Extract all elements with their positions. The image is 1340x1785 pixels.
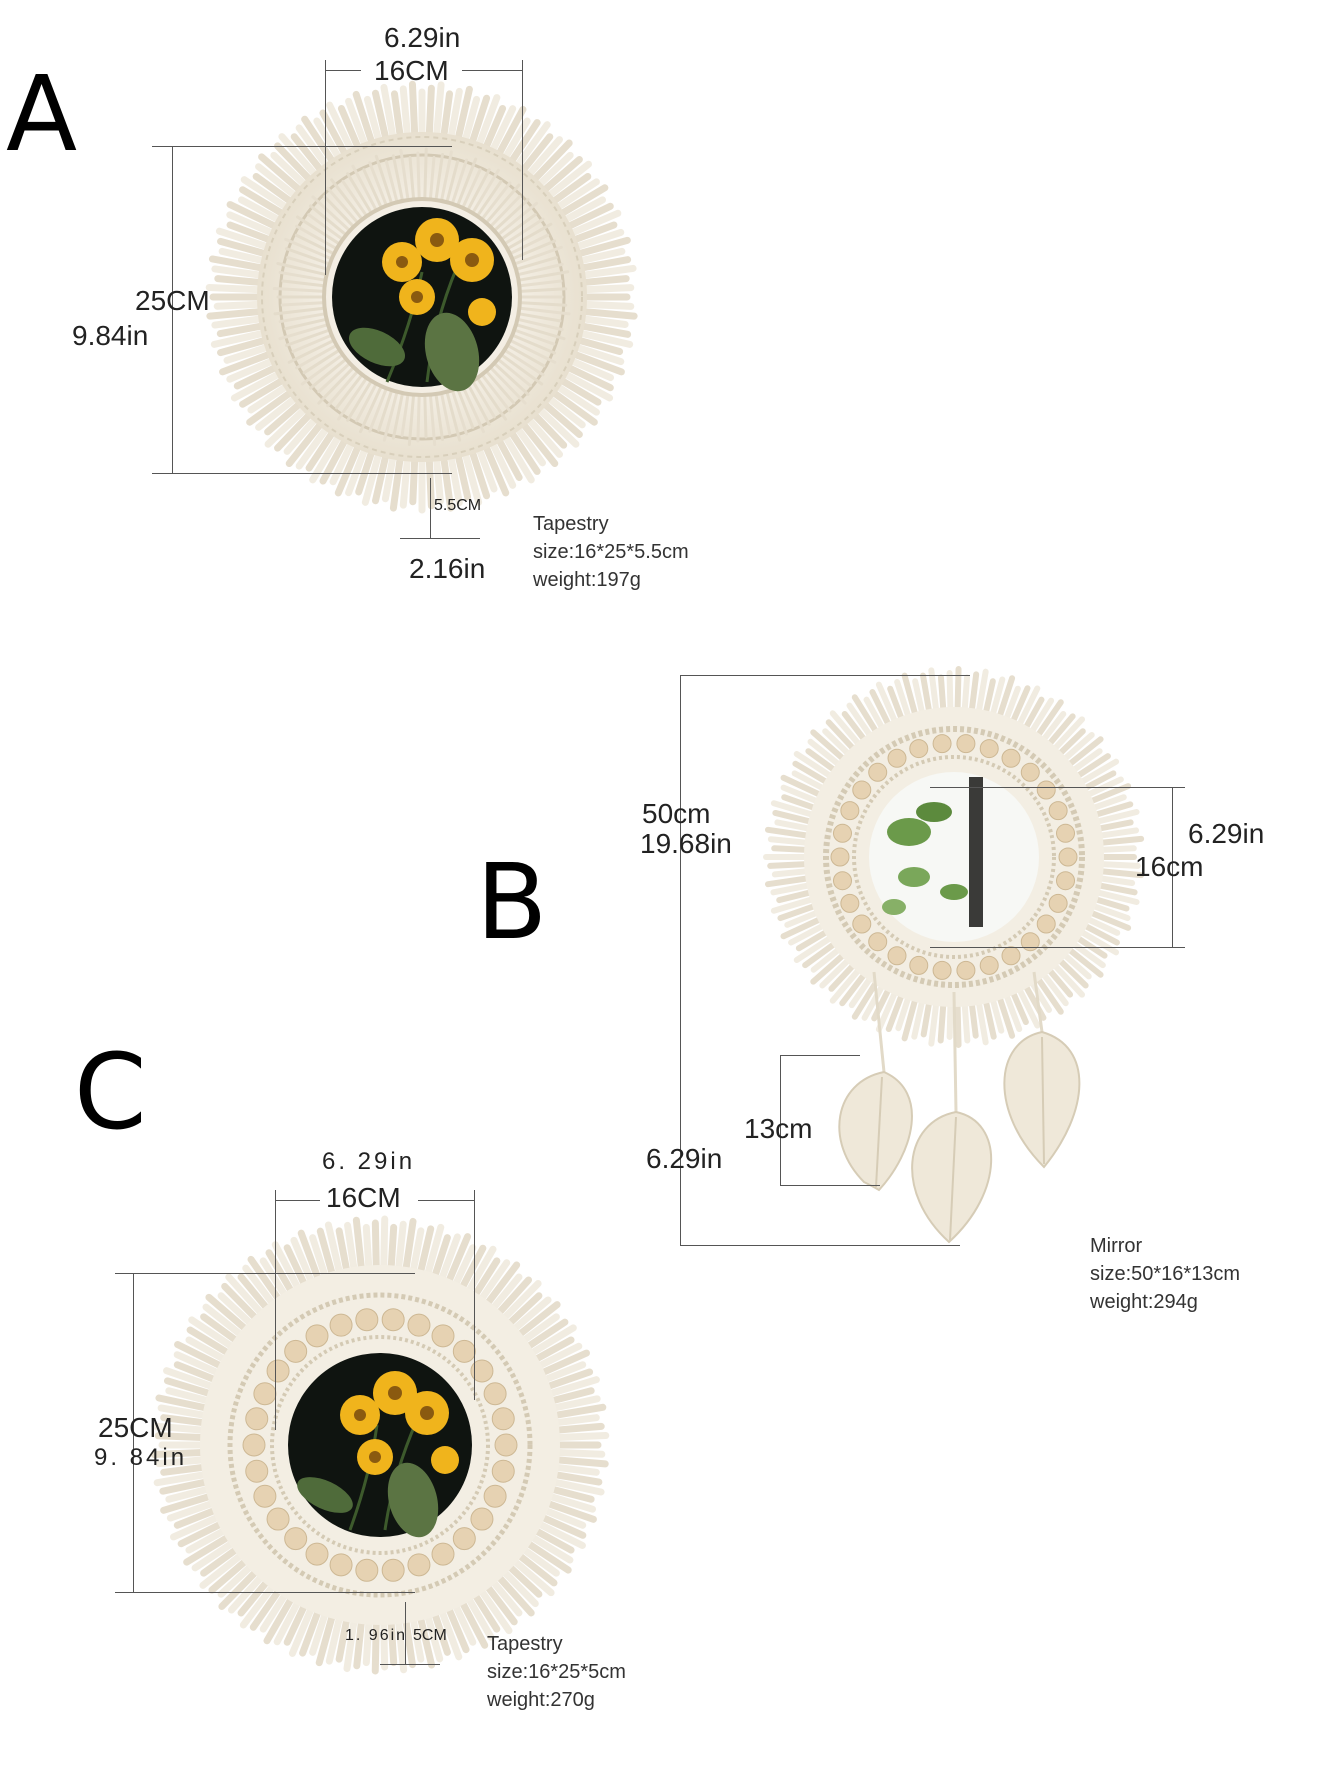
sunflower-picture [348, 218, 496, 392]
product-c-width-in: 6. 29in [322, 1148, 416, 1175]
product-c-depth-in: 1. 96in [345, 1627, 408, 1644]
feather-leaves [838, 1030, 1081, 1244]
product-b-spec-weight: weight:294g [1090, 1291, 1198, 1313]
product-a-spec: Tapestry size:16*25*5.5cm weight:197g [533, 510, 689, 594]
product-a-image [205, 80, 638, 514]
product-b-total-in: 19.68in [640, 828, 732, 859]
product-c-height-in: 9. 84in [94, 1444, 188, 1471]
product-b-spec: Mirror size:50*16*13cm weight:294g [1090, 1232, 1240, 1316]
product-a-height-in: 9.84in [72, 320, 149, 351]
product-b-leaf-in: 6.29in [646, 1143, 723, 1174]
product-c-width-cm: 16CM [326, 1182, 401, 1213]
sunflower-picture [297, 1371, 459, 1538]
product-a-depth-cm: 5.5CM [434, 497, 482, 514]
product-a-depth-in: 2.16in [409, 553, 486, 584]
product-a-spec-size: size:16*25*5.5cm [533, 541, 689, 563]
product-a-width-cm: 16CM [374, 55, 449, 86]
product-a-letter: A [6, 53, 78, 175]
product-a-height-cm: 25CM [135, 285, 210, 316]
product-b-total-cm: 50cm [642, 798, 711, 829]
product-c-letter: C [74, 1031, 147, 1153]
product-c-image [150, 1215, 610, 1675]
product-c-depth-cm: 5CM [413, 1627, 447, 1644]
product-a-spec-name: Tapestry [533, 513, 609, 535]
product-a-spec-weight: weight:197g [533, 569, 641, 591]
product-b-spec-name: Mirror [1090, 1235, 1143, 1257]
plant-reflection [882, 777, 983, 927]
product-b-mirror-in: 6.29in [1188, 818, 1265, 849]
product-b-mirror-cm: 16cm [1135, 851, 1204, 882]
product-b-image [763, 666, 1145, 1244]
product-b-leaf-cm: 13cm [744, 1113, 813, 1144]
product-c-spec-size: size:16*25*5cm [487, 1661, 626, 1683]
product-c-height-cm: 25CM [98, 1412, 173, 1443]
product-b-spec-size: size:50*16*13cm [1090, 1263, 1241, 1285]
product-a-width-in: 6.29in [384, 22, 461, 53]
product-c-spec-weight: weight:270g [487, 1689, 595, 1711]
product-c-spec-name: Tapestry [487, 1633, 563, 1655]
product-c-spec: Tapestry size:16*25*5cm weight:270g [487, 1630, 626, 1714]
product-b-letter: B [476, 841, 548, 963]
